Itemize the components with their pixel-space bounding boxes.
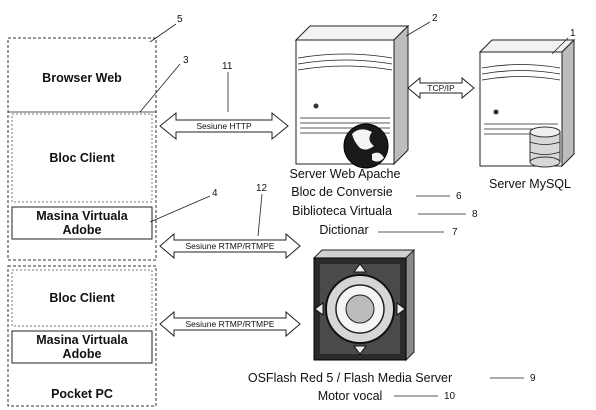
database-icon bbox=[529, 126, 561, 168]
callout-10: 10 bbox=[444, 391, 456, 402]
leader-2 bbox=[405, 21, 431, 37]
masina-virtuala-line2: Adobe bbox=[63, 223, 102, 237]
arrow-rtmp-bottom: Sesiune RTMP/RTMPE bbox=[159, 310, 301, 338]
callout-4: 4 bbox=[212, 188, 218, 199]
leader-5 bbox=[149, 23, 177, 43]
arrow-tcpip: TCP/IP bbox=[407, 76, 475, 100]
callout-3: 3 bbox=[183, 55, 189, 66]
leader-4 bbox=[149, 195, 211, 223]
callout-2: 2 bbox=[432, 13, 438, 24]
pocket-pc-panel: Bloc Client Masina Virtuala Adobe Pocket… bbox=[7, 265, 157, 407]
masina-virtuala-box bbox=[11, 206, 153, 240]
callout-7: 7 bbox=[452, 227, 458, 238]
callout-8: 8 bbox=[472, 209, 478, 220]
callout-9: 9 bbox=[530, 373, 536, 384]
bloc-client-label: Bloc Client bbox=[49, 151, 115, 165]
callout-11: 11 bbox=[222, 61, 233, 72]
bloc-conversie-label: Bloc de Conversie bbox=[291, 185, 392, 199]
media-server-label: OSFlash Red 5 / Flash Media Server bbox=[248, 371, 452, 385]
arrow-rtmp-top-label: Sesiune RTMP/RTMPE bbox=[186, 241, 275, 251]
callout-1: 1 bbox=[570, 28, 576, 39]
callouts: 5 3 4 2 1 11 12 6 8 7 9 10 bbox=[139, 13, 576, 402]
leader-12 bbox=[257, 193, 263, 237]
motor-vocal-label: Motor vocal bbox=[318, 389, 383, 403]
arrow-http: Sesiune HTTP bbox=[159, 111, 289, 141]
pocket-masina-virtuala-line1: Masina Virtuala bbox=[36, 333, 129, 347]
arrow-rtmp-top: Sesiune RTMP/RTMPE bbox=[159, 232, 301, 260]
pocket-bloc-client-box bbox=[11, 269, 153, 327]
dictionar-label: Dictionar bbox=[319, 223, 368, 237]
pocket-bloc-client-label: Bloc Client bbox=[49, 291, 115, 305]
callout-5: 5 bbox=[177, 14, 183, 25]
pocket-masina-virtuala-box bbox=[11, 330, 153, 364]
mysql-label: Server MySQL bbox=[489, 177, 571, 191]
pocket-pc-title: Pocket PC bbox=[51, 387, 113, 401]
mysql-server-icon bbox=[478, 38, 576, 168]
arrow-tcpip-label: TCP/IP bbox=[427, 83, 455, 93]
leader-3 bbox=[139, 63, 181, 113]
arrow-rtmp-bottom-label: Sesiune RTMP/RTMPE bbox=[186, 319, 275, 329]
leader-1 bbox=[551, 37, 569, 55]
arrow-http-label: Sesiune HTTP bbox=[196, 121, 252, 131]
bloc-client-box bbox=[11, 113, 153, 203]
pocket-masina-virtuala-line2: Adobe bbox=[63, 347, 102, 361]
biblioteca-label: Biblioteca Virtuala bbox=[292, 204, 392, 218]
callout-12: 12 bbox=[256, 183, 268, 194]
masina-virtuala-line1: Masina Virtuala bbox=[36, 209, 129, 223]
browser-web-panel: Browser Web Bloc Client Masina Virtuala … bbox=[7, 37, 157, 261]
browser-web-title: Browser Web bbox=[42, 71, 122, 85]
apache-label: Server Web Apache bbox=[290, 167, 401, 181]
callout-6: 6 bbox=[456, 191, 462, 202]
apache-server-icon bbox=[294, 24, 410, 169]
media-server-icon bbox=[312, 248, 416, 362]
